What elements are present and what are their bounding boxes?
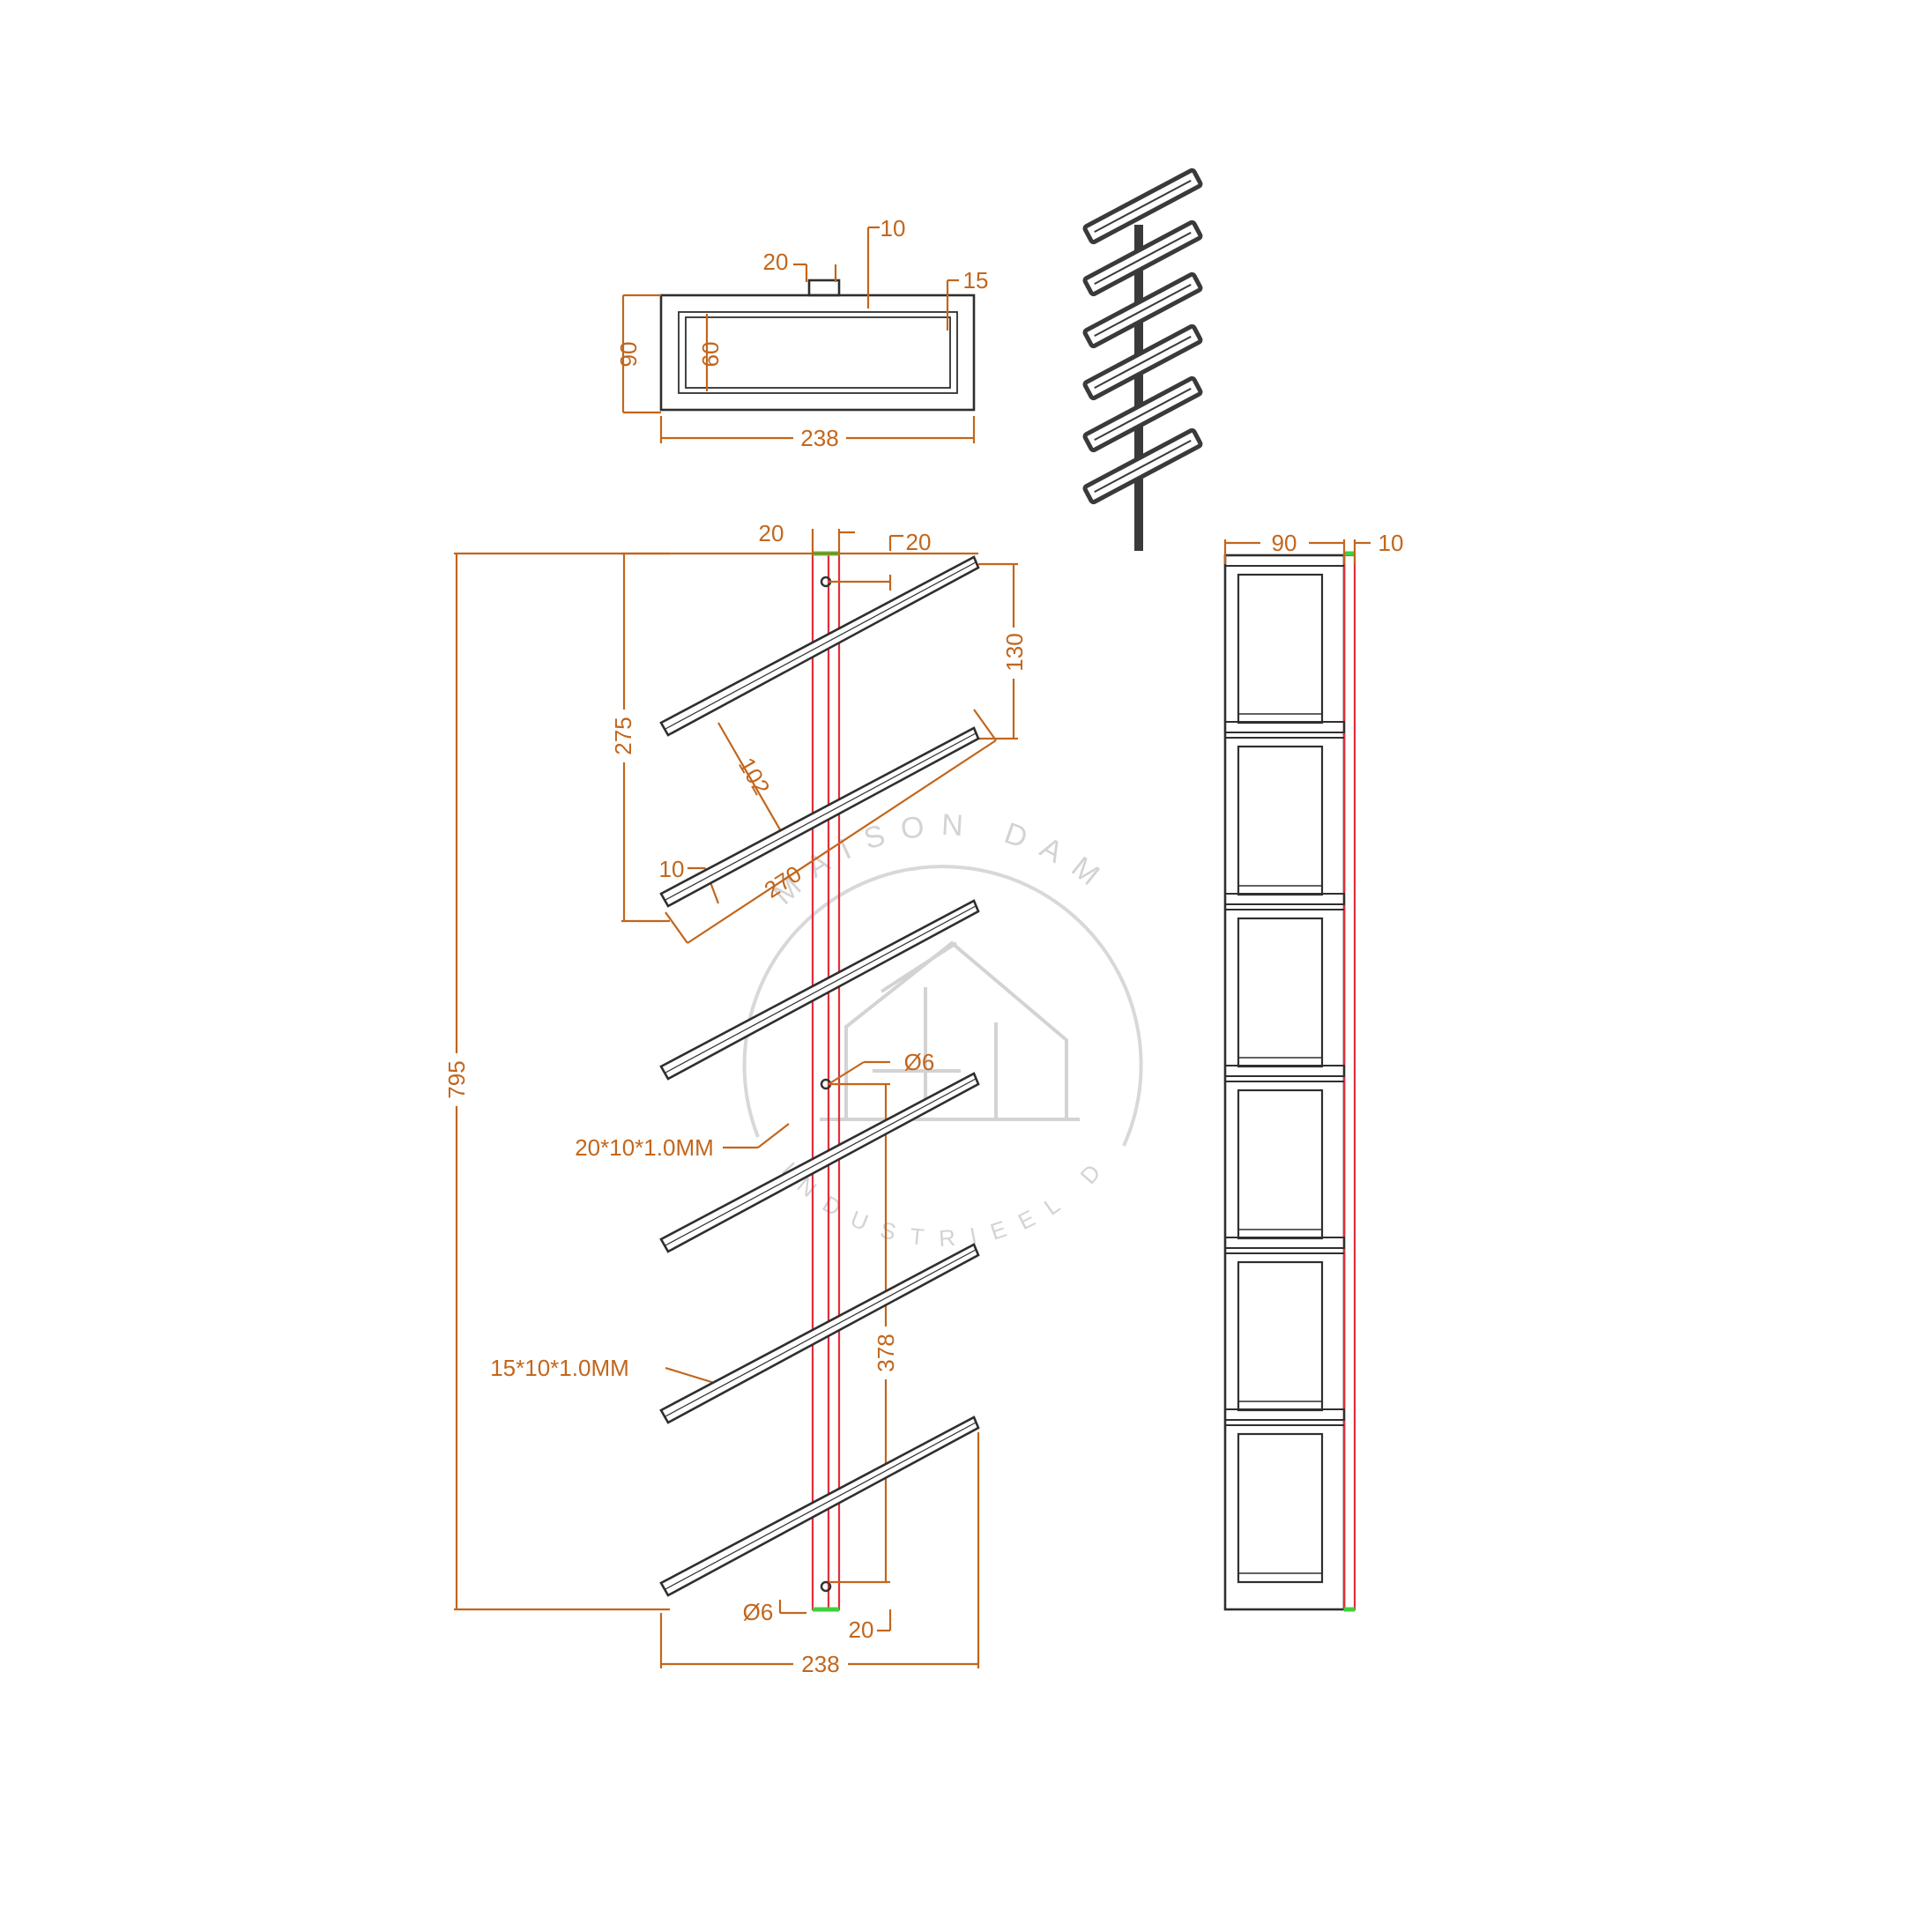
- front-total-height-dim: 795: [443, 1060, 470, 1098]
- iso-arm-slot-6: [1094, 439, 1192, 493]
- front-arm-inner-line-6: [665, 1422, 977, 1590]
- side-compartment-4: [1237, 1089, 1324, 1240]
- side-compartment-2: [1237, 745, 1324, 896]
- top-view: 90 60 238 20 10 15: [615, 215, 988, 451]
- front-view-upright-outer: [811, 552, 841, 1611]
- iso-arm-5: [1082, 375, 1203, 453]
- front-upright-width-dim: 20: [759, 520, 784, 546]
- watermark-bottom-text: INDUSTRIEEL DESIGN: [0, 0, 1116, 1252]
- front-arm-inner-line-4: [665, 1078, 977, 1246]
- isometric-sketch: [1082, 167, 1203, 551]
- top-view-depth-dim: 90: [615, 342, 642, 368]
- side-divider-3: [1224, 1065, 1345, 1077]
- side-compartment-5: [1237, 1260, 1324, 1412]
- front-arm-rise-dim: 275: [610, 717, 636, 754]
- front-arm-inner-line-3: [665, 905, 977, 1074]
- side-divider-5: [1224, 1408, 1345, 1421]
- front-arm-thickness-dim: 10: [659, 856, 685, 882]
- iso-upright: [1134, 225, 1143, 551]
- hole-upper-label: Ø6: [904, 1049, 935, 1075]
- iso-arm-6: [1082, 427, 1203, 505]
- top-view-tab-width-dim: 20: [763, 249, 789, 275]
- hole-lower: [820, 1580, 832, 1593]
- iso-arm-4: [1082, 323, 1203, 401]
- iso-arm-slot-1: [1094, 179, 1192, 233]
- iso-arm-slot-3: [1094, 283, 1192, 337]
- side-divider-4: [1224, 1237, 1345, 1249]
- side-divider-2: [1224, 893, 1345, 905]
- top-view-tab-depth-dim: 10: [881, 215, 906, 242]
- iso-arm-3: [1082, 271, 1203, 349]
- side-compartment-1: [1237, 573, 1324, 724]
- top-view-inner-depth-dim: 60: [697, 342, 724, 368]
- arm-tube-spec-label: 15*10*1.0MM: [490, 1355, 629, 1381]
- front-arm-inner-line-5: [665, 1249, 977, 1417]
- front-arm-inner-line-2: [665, 732, 977, 901]
- side-compartment-3: [1237, 917, 1324, 1068]
- top-view-mount-tab: [807, 279, 841, 297]
- front-hole-spacing-dim: 378: [873, 1334, 899, 1371]
- iso-arm-slot-4: [1094, 335, 1192, 389]
- side-view: 90 10: [1223, 530, 1404, 1612]
- side-compartment-6: [1237, 1432, 1324, 1584]
- upright-tube-spec-label: 20*10*1.0MM: [575, 1134, 714, 1161]
- watermark-house-logo: [820, 940, 1080, 1121]
- side-divider-1: [1224, 721, 1345, 733]
- front-total-width-dim: 238: [801, 1651, 839, 1677]
- iso-arm-2: [1082, 219, 1203, 297]
- side-view-depth-dim: 90: [1272, 530, 1297, 556]
- front-bottom-offset-dim: 20: [849, 1616, 874, 1643]
- side-view-upright: [1342, 554, 1356, 1611]
- top-view-inner-frame: [678, 311, 958, 394]
- front-arm-inner-line-1: [665, 561, 977, 730]
- watermark: MAISON DAM INDUSTRIEEL DESIGN: [0, 0, 1143, 1252]
- top-view-wall-dim: 15: [963, 267, 989, 294]
- front-top-offset-dim: 20: [906, 529, 932, 555]
- front-arm-spacing-dim: 130: [1001, 633, 1028, 671]
- top-view-width-dim: 238: [800, 425, 838, 451]
- front-view: 20 20 130 275 795 102 10 270: [443, 520, 1028, 1677]
- iso-arm-slot-5: [1094, 387, 1192, 441]
- side-view-upright-dim: 10: [1378, 530, 1404, 556]
- hole-lower-label: Ø6: [743, 1599, 774, 1625]
- iso-arm-slot-2: [1094, 231, 1192, 285]
- iso-arm-1: [1082, 167, 1203, 245]
- top-view-inner-panel: [685, 316, 951, 389]
